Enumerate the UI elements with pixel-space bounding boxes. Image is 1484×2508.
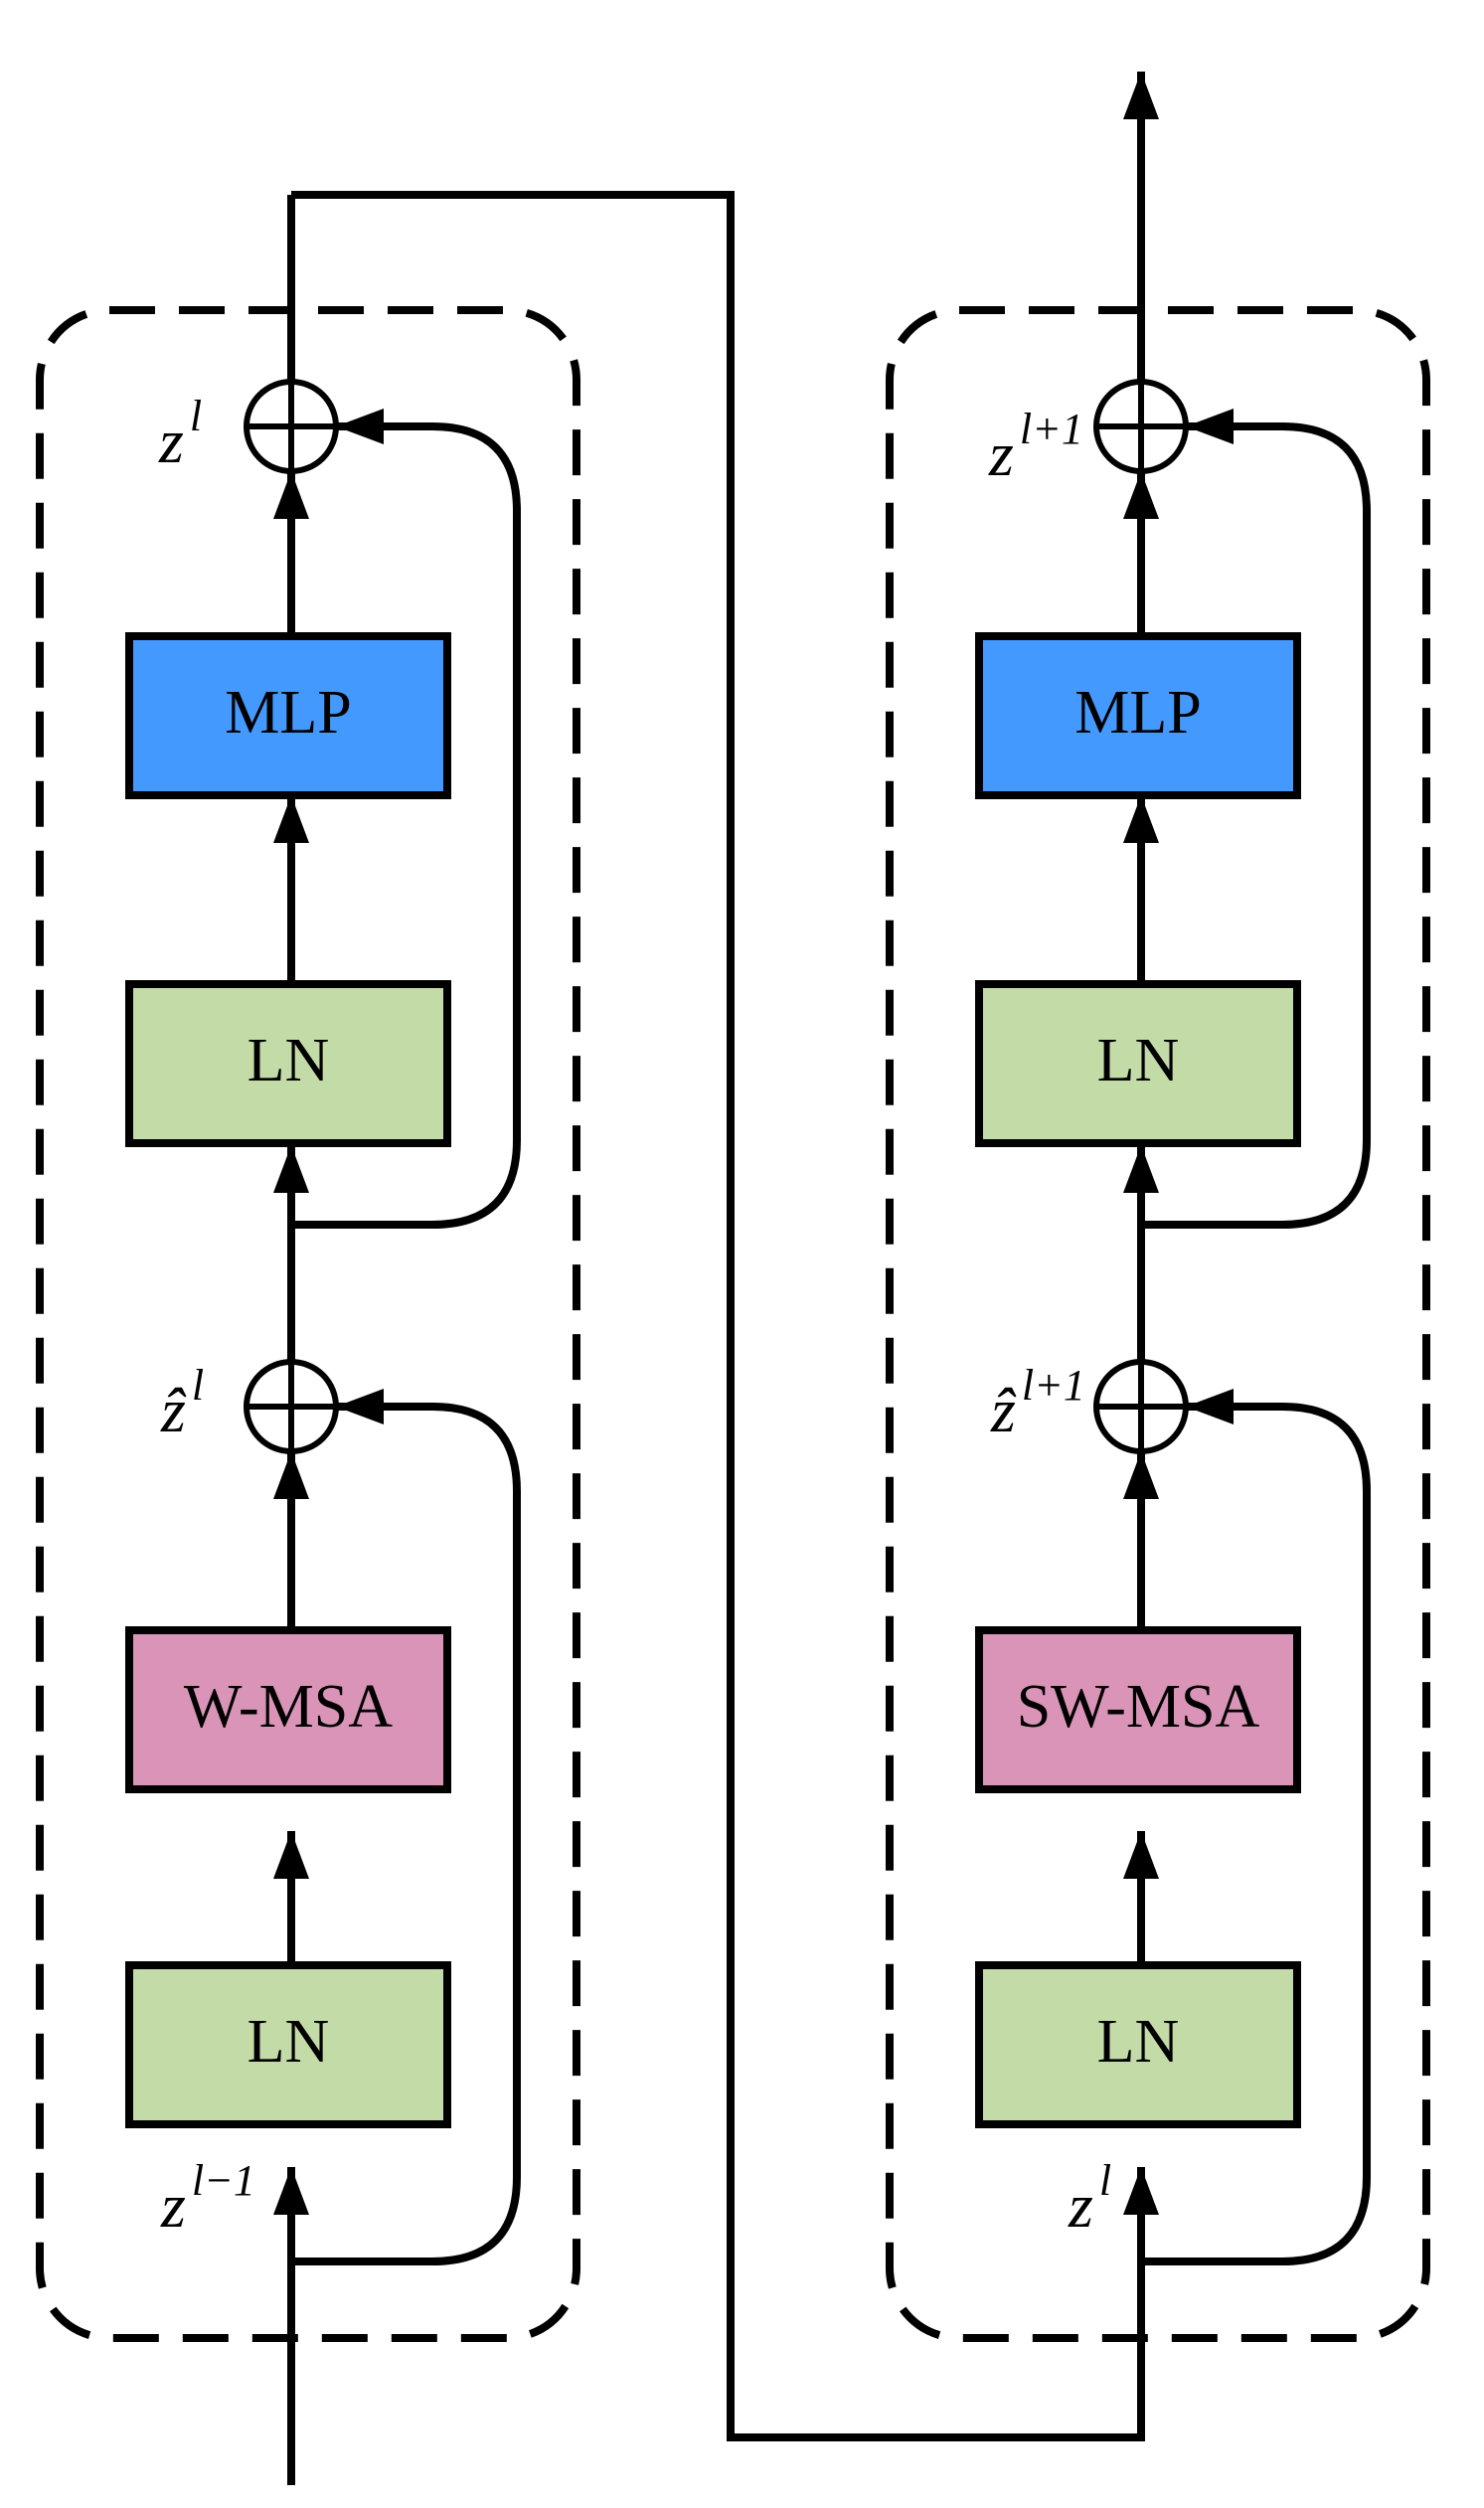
left-w-msa-label: W-MSA <box>184 1673 393 1741</box>
left-ln1-box <box>125 1961 451 2128</box>
left-skip-connection-1 <box>291 1389 521 2265</box>
right-ln2-box <box>975 980 1301 1147</box>
right-ln2-label: LN <box>1097 1027 1180 1094</box>
right-mlp-box <box>975 632 1301 799</box>
left-output-sum-node <box>244 379 339 474</box>
left-ln2-label: LN <box>247 1027 330 1094</box>
right-skip-connection-2 <box>1141 409 1371 1229</box>
right-ln1-box <box>975 1961 1301 2128</box>
left-mlp-label: MLP <box>225 679 351 747</box>
right-mlp-label: MLP <box>1074 679 1201 747</box>
left-mlp-box <box>125 632 451 799</box>
left-skip-connection-2 <box>291 409 521 1229</box>
left-mid-sum-node <box>244 1359 339 1454</box>
left-ln2-box <box>125 980 451 1147</box>
right-output-sum-node <box>1093 379 1189 474</box>
left-ln1-label: LN <box>247 2008 330 2076</box>
left-w-msa-box <box>125 1626 451 1793</box>
right-skip-connection-1 <box>1141 1389 1371 2265</box>
right-mid-sum-node <box>1093 1359 1189 1454</box>
right-ln1-label: LN <box>1097 2008 1180 2076</box>
right-sw-msa-label: SW-MSA <box>1017 1673 1260 1741</box>
right-sw-msa-box <box>975 1626 1301 1793</box>
inter-block-connector <box>291 191 1159 2441</box>
